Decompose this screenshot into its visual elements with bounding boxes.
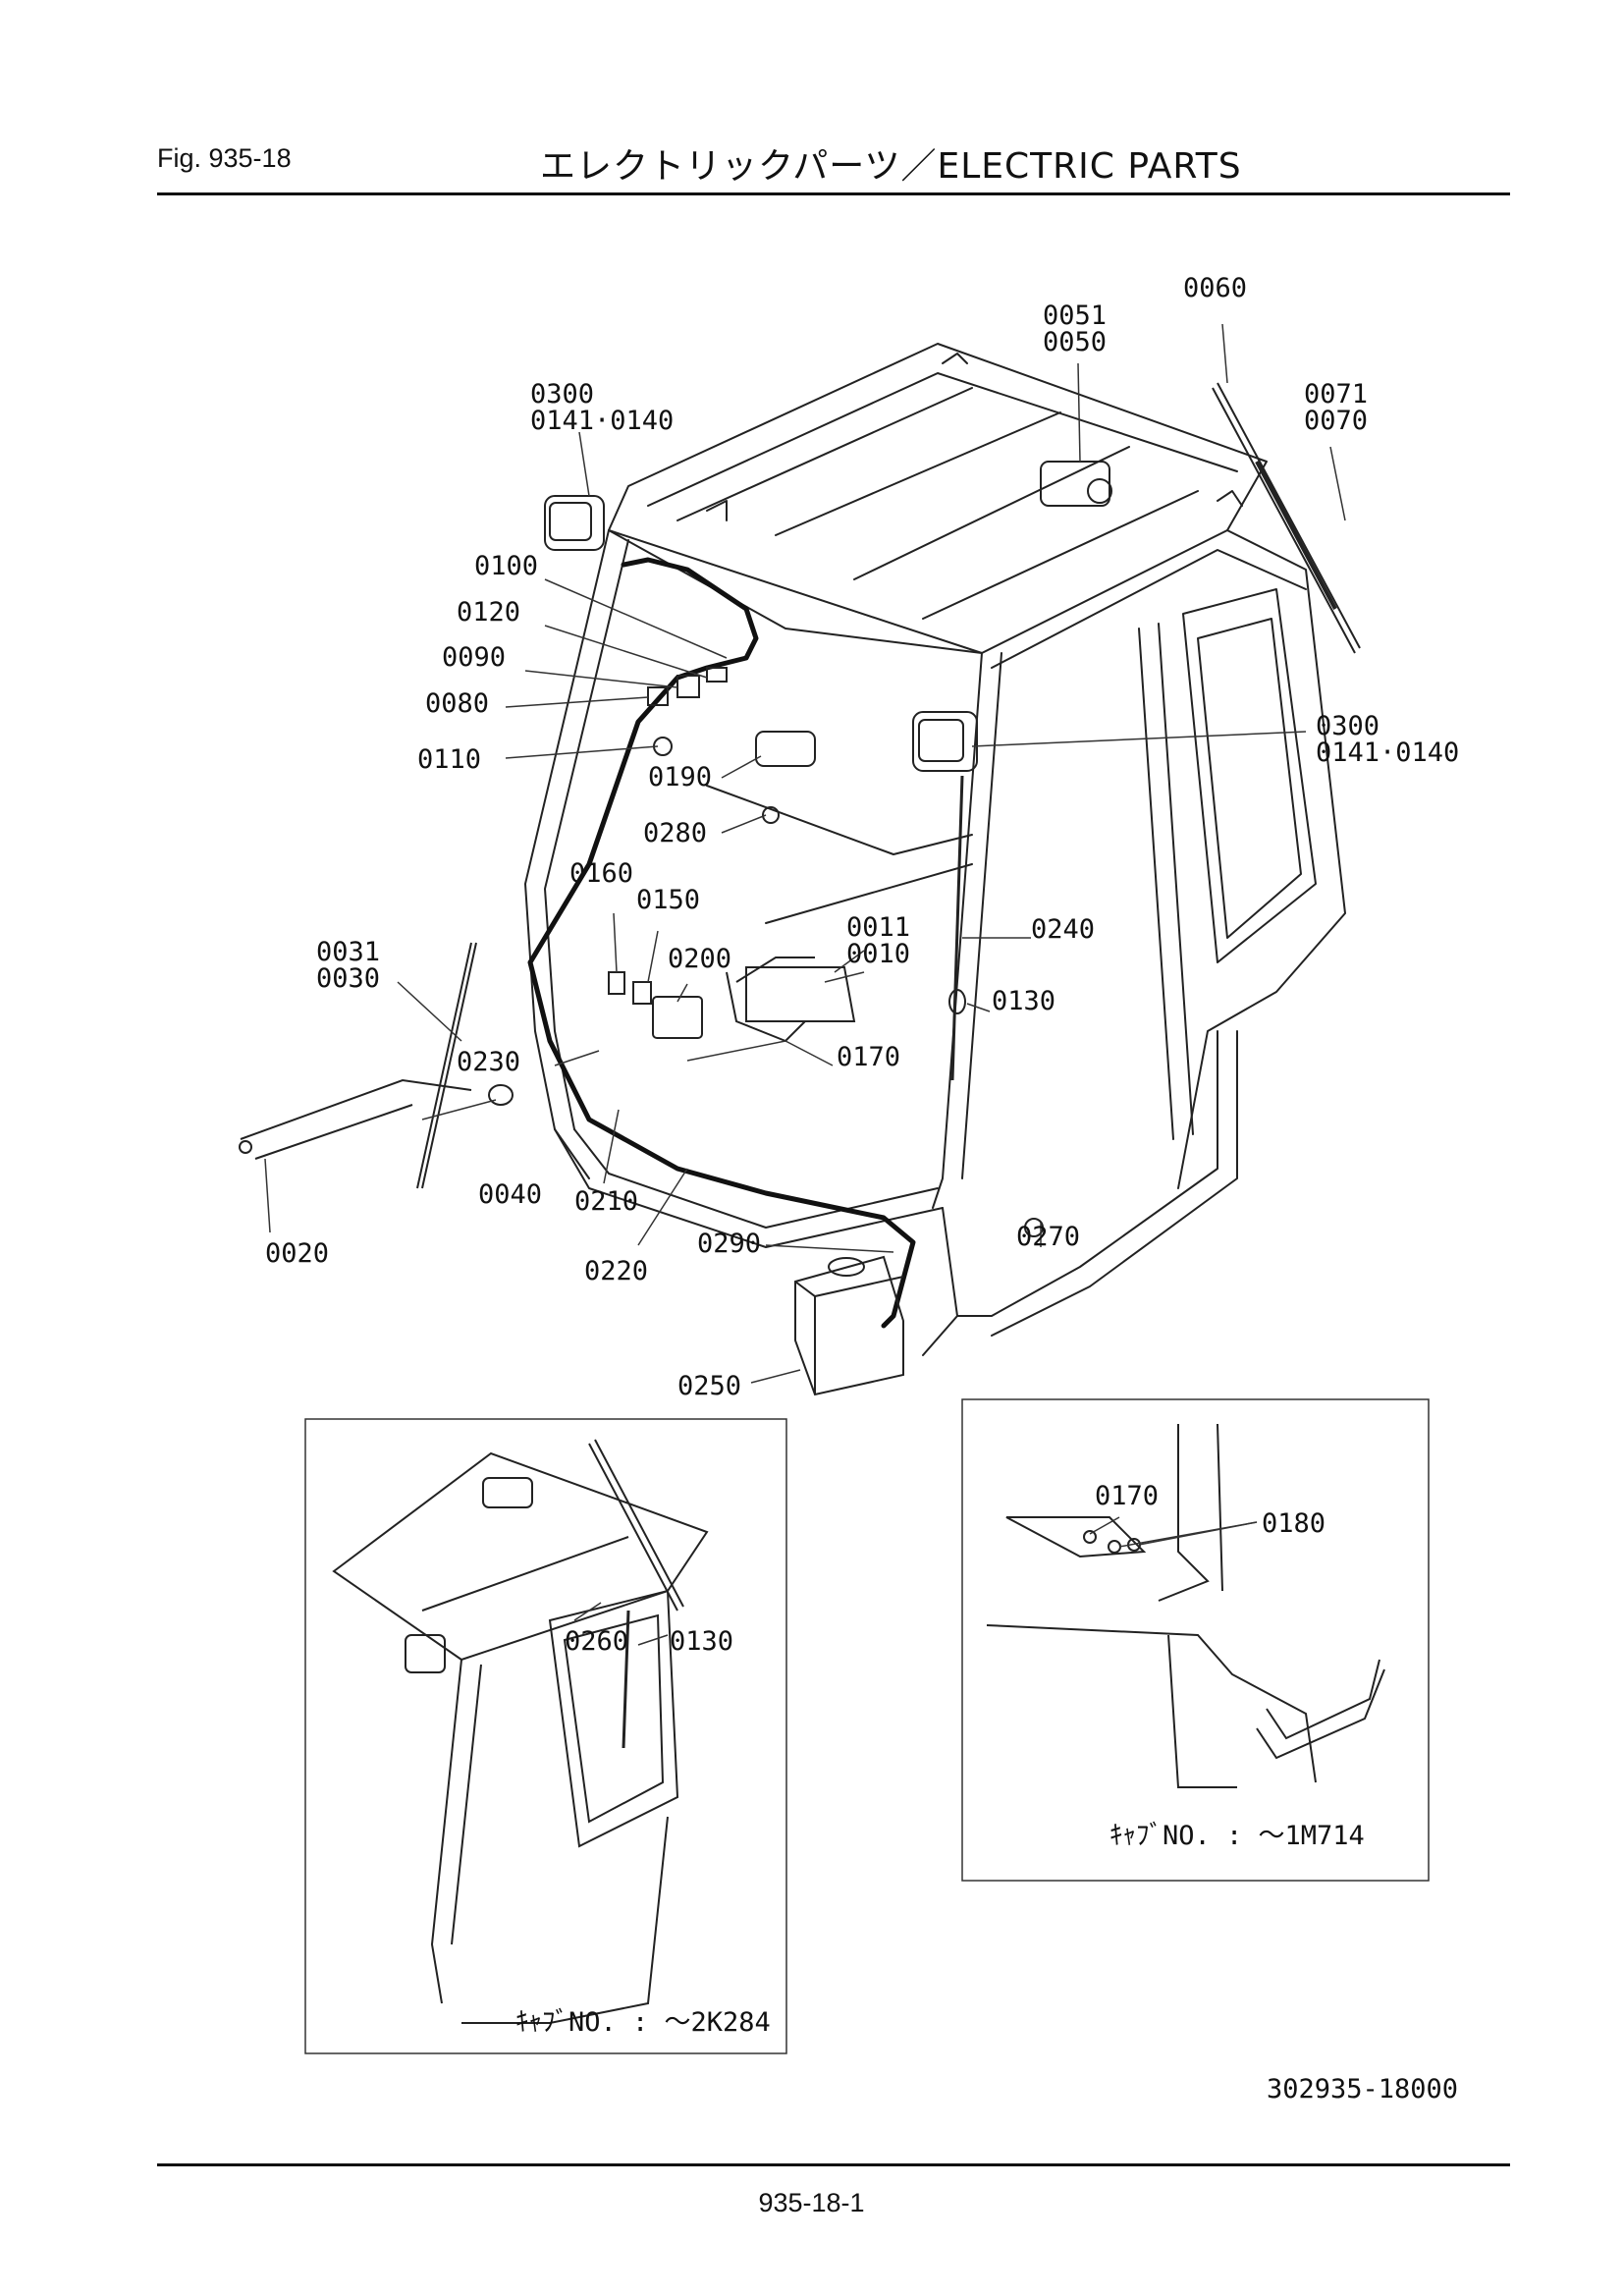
callout-0210: 0210: [574, 1186, 638, 1217]
callout-0010: 0010: [846, 939, 910, 969]
front-wiper-blade: [416, 942, 472, 1189]
page-number: 935-18-1: [758, 2188, 865, 2217]
callout-0071: 0071: [1304, 379, 1368, 410]
callout-0120: 0120: [457, 597, 520, 628]
callout-0290: 0290: [697, 1229, 761, 1259]
inset-left-cab-number: ｷｬﾌﾞNO. : ～2K284: [515, 2007, 771, 2038]
room-lamp: [755, 731, 816, 767]
front-wiper-motor: [745, 966, 856, 1022]
washer-tank: [794, 1255, 904, 1396]
footer-rule: [157, 2163, 1510, 2166]
callout-0170: 0170: [837, 1042, 900, 1072]
bushing: [488, 1084, 514, 1106]
work-lamp-left: [544, 495, 605, 551]
callout-0011: 0011: [846, 912, 910, 943]
callout-0150: 0150: [636, 885, 700, 915]
callout-0080: 0080: [425, 688, 489, 719]
header-rule: [157, 192, 1510, 195]
callout-0030: 0030: [316, 963, 380, 994]
rear-wiper-blade: [1212, 387, 1356, 654]
cab-roof: [608, 343, 1268, 654]
callout-0070: 0070: [1304, 406, 1368, 436]
callout-0200: 0200: [668, 944, 731, 974]
callout-0270: 0270: [1016, 1222, 1080, 1252]
front-wiper-arm: [240, 1078, 472, 1140]
bolt-0280: [762, 806, 780, 824]
callout-0250: 0250: [677, 1371, 741, 1401]
callout-0130: 0130: [992, 986, 1055, 1016]
washer-hose: [950, 775, 964, 1081]
wiring-harness: [527, 557, 916, 1329]
switch-panel: [652, 996, 703, 1039]
callout-0141-right: 0141·0140: [1316, 738, 1459, 768]
cab-door-frame: [1177, 529, 1346, 1189]
callout-0280: 0280: [643, 818, 707, 848]
callout-0100: 0100: [474, 551, 538, 581]
bolt-0270: [1024, 1218, 1044, 1237]
figure-number: Fig. 935-18: [157, 143, 292, 173]
drawing-number: 302935-18000: [1267, 2074, 1459, 2105]
inset-right-cab-number: ｷｬﾌﾞNO. : ～1M714: [1109, 1821, 1365, 1851]
inset-left-drawing: [304, 1418, 787, 2054]
inset-left-callout-0260: 0260: [565, 1626, 628, 1657]
cab-lower-body: [554, 1128, 944, 1248]
callout-0020: 0020: [265, 1238, 329, 1269]
inset-right-callout-0170: 0170: [1095, 1481, 1159, 1511]
callout-0230: 0230: [457, 1047, 520, 1077]
callout-0160: 0160: [569, 858, 633, 889]
callout-0051: 0051: [1043, 301, 1107, 331]
page-title: エレクトリックパーツ／ELECTRIC PARTS: [540, 146, 1242, 187]
callout-0220: 0220: [584, 1256, 648, 1286]
callout-0040: 0040: [478, 1179, 542, 1210]
work-lamp-right: [912, 711, 978, 772]
callout-0110: 0110: [417, 744, 481, 775]
callout-0050: 0050: [1043, 327, 1107, 357]
callout-0190: 0190: [648, 762, 712, 793]
cab-front-post: [932, 652, 983, 1209]
inset-right-drawing: [961, 1398, 1430, 1882]
callout-0090: 0090: [442, 642, 506, 673]
callout-0300-right: 0300: [1316, 711, 1380, 741]
washer-nozzle: [948, 989, 966, 1014]
inset-left-callout-0130: 0130: [670, 1626, 733, 1657]
callout-0141-upper: 0141·0140: [530, 406, 674, 436]
cab-left-post: [524, 529, 610, 1179]
callout-0300-upper: 0300: [530, 379, 594, 410]
callout-0031: 0031: [316, 937, 380, 967]
inset-right-callout-0180: 0180: [1262, 1508, 1325, 1539]
callout-0060: 0060: [1183, 273, 1247, 303]
page-header: Fig. 935-18 エレクトリックパーツ／ELECTRIC PARTS: [157, 137, 1510, 194]
callout-0240: 0240: [1031, 914, 1095, 945]
